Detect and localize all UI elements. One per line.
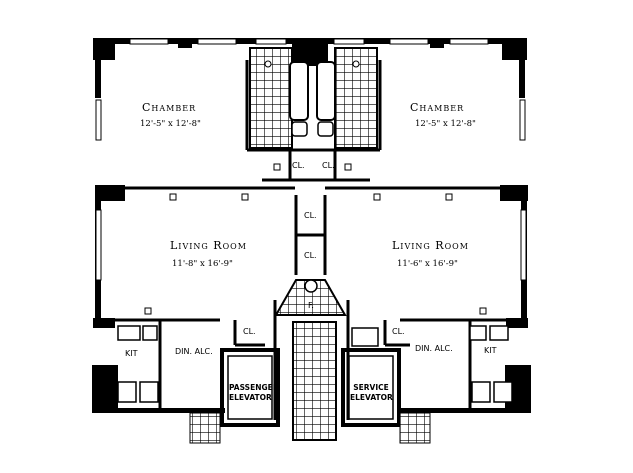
living-left-dim: 11'-8" x 16'-9" <box>172 259 233 269</box>
chamber-left-label: Chamber <box>142 101 197 114</box>
closet-label-right: CL. <box>392 327 405 336</box>
service-elevator-line2: ELEVATOR <box>350 392 393 402</box>
passenger-elevator-line1: PASSENGER <box>229 383 279 392</box>
service-elevator-line1: SERVICE <box>353 383 389 392</box>
passenger-elevator-label: PASSENGER ELEVATOR <box>229 383 279 402</box>
terrace-tiles <box>189 412 431 444</box>
closet-label-bath-right: CL. <box>322 161 335 170</box>
chamber-left-dim: 12'-5" x 12'-8" <box>140 119 201 129</box>
fireplace <box>274 279 347 316</box>
outlet-symbols <box>144 163 487 315</box>
interior-walls <box>101 60 519 420</box>
kitchen-left-label: KIT <box>125 349 138 358</box>
lobby-corridor <box>292 321 337 441</box>
living-right-label: Living Room <box>392 239 469 252</box>
living-left-label: Living Room <box>170 239 247 252</box>
closet-label-hall-lower: CL. <box>304 251 317 260</box>
closet-label-hall-upper: CL. <box>304 211 317 220</box>
passenger-elevator-line2: ELEVATOR <box>229 392 272 402</box>
chamber-right-label: Chamber <box>410 101 465 114</box>
closet-label-bath-left: CL. <box>292 161 305 170</box>
closet-label-left: CL. <box>243 327 256 336</box>
elevators <box>220 348 401 427</box>
chamber-right-dim: 12'-5" x 12'-8" <box>415 119 476 129</box>
dining-right-label: DIN. ALC. <box>415 344 453 353</box>
dining-left-label: DIN. ALC. <box>175 347 213 356</box>
kitchen-fixtures <box>117 325 513 403</box>
windows <box>95 38 527 281</box>
kitchen-right-label: KIT <box>484 346 497 355</box>
bathrooms <box>249 47 378 149</box>
service-elevator-label: SERVICE ELEVATOR <box>350 383 393 402</box>
fireplace-label: F. <box>308 301 314 310</box>
living-right-dim: 11'-6" x 16'-9" <box>397 259 458 269</box>
